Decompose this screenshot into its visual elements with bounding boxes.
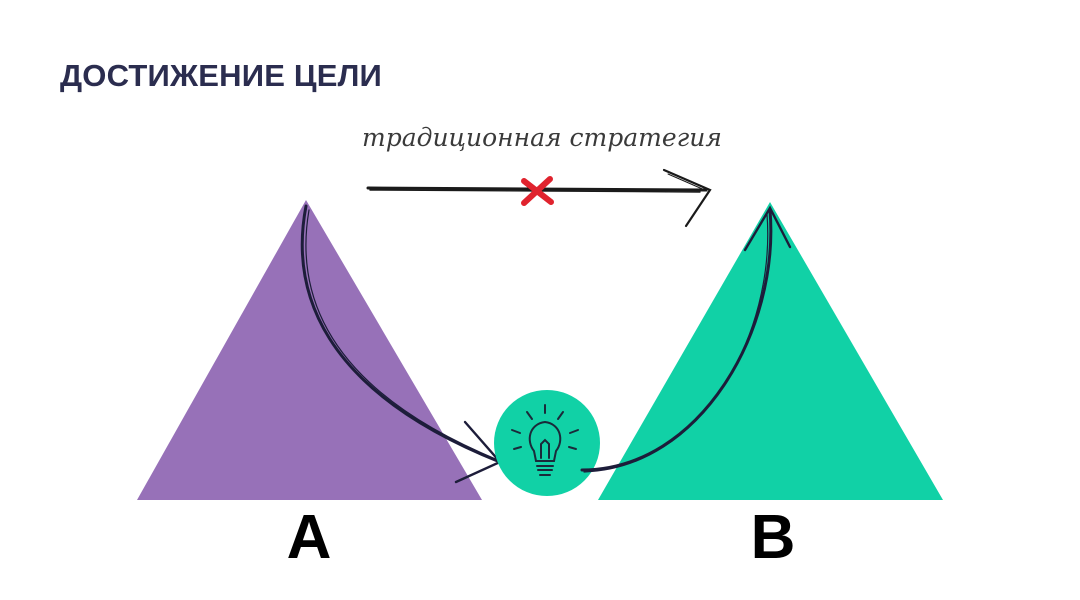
traditional-arrow	[366, 168, 712, 228]
idea-path-b	[580, 205, 792, 473]
cross-icon	[521, 176, 554, 206]
triangle-a	[137, 200, 482, 500]
traditional-strategy-label: традиционная стратегия	[362, 123, 722, 152]
lightbulb-icon	[511, 404, 579, 476]
page-title: ДОСТИЖЕНИЕ ЦЕЛИ	[60, 58, 383, 93]
point-a-label: A	[287, 503, 332, 572]
triangle-b	[598, 202, 943, 500]
point-b-label: B	[751, 503, 796, 572]
